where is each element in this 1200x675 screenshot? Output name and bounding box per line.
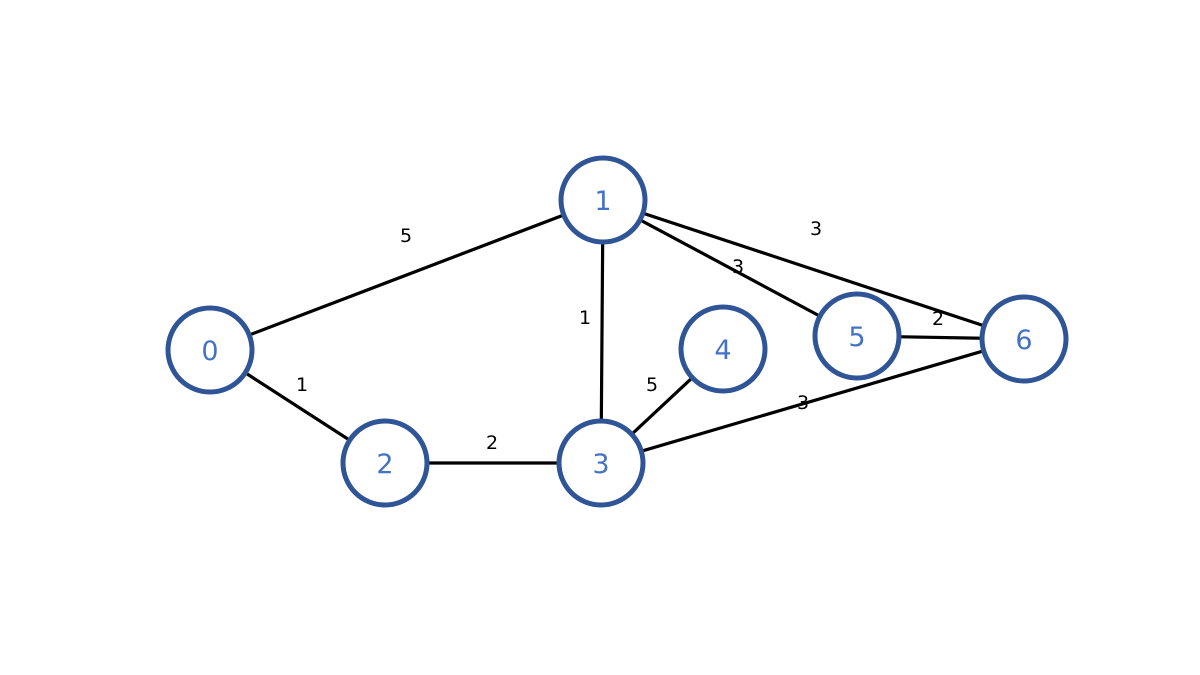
nodes-layer: 0 1 2 3 4 5 6 [165, 155, 1069, 508]
node-6-label: 6 [1015, 325, 1032, 356]
edge-weight-2-3: 2 [486, 432, 498, 454]
node-5-circle [812, 291, 902, 381]
edge-1-5 [601, 198, 859, 338]
edge-weight-0-2: 1 [296, 374, 308, 396]
node-6-circle [979, 294, 1069, 384]
node-3: 3 [556, 418, 646, 508]
edge-weight-3-4: 5 [646, 374, 658, 396]
edge-weight-5-6: 2 [932, 308, 944, 330]
edge-1-6 [601, 198, 1026, 341]
node-5-label: 5 [848, 322, 865, 353]
node-3-circle [556, 418, 646, 508]
edge-weight-3-6: 3 [797, 392, 809, 414]
node-4-label: 4 [714, 335, 731, 366]
node-0-circle [165, 305, 255, 395]
edge-weight-1-6: 3 [810, 218, 822, 240]
node-4-circle [678, 304, 768, 394]
node-0-label: 0 [201, 336, 218, 367]
node-0: 0 [165, 305, 255, 395]
edge-weight-0-1: 5 [400, 225, 412, 247]
node-5: 5 [812, 291, 902, 381]
node-2-label: 2 [376, 449, 393, 480]
edge-weight-1-5: 3 [732, 256, 744, 278]
edge-3-6 [599, 337, 1026, 465]
edge-0-1 [208, 198, 605, 352]
node-4: 4 [678, 304, 768, 394]
node-1: 1 [558, 155, 648, 245]
node-2: 2 [340, 418, 430, 508]
node-1-label: 1 [594, 186, 611, 217]
edge-weight-1-3: 1 [579, 307, 591, 329]
node-3-label: 3 [592, 449, 609, 480]
node-1-circle [558, 155, 648, 245]
node-6: 6 [979, 294, 1069, 384]
node-2-circle [340, 418, 430, 508]
